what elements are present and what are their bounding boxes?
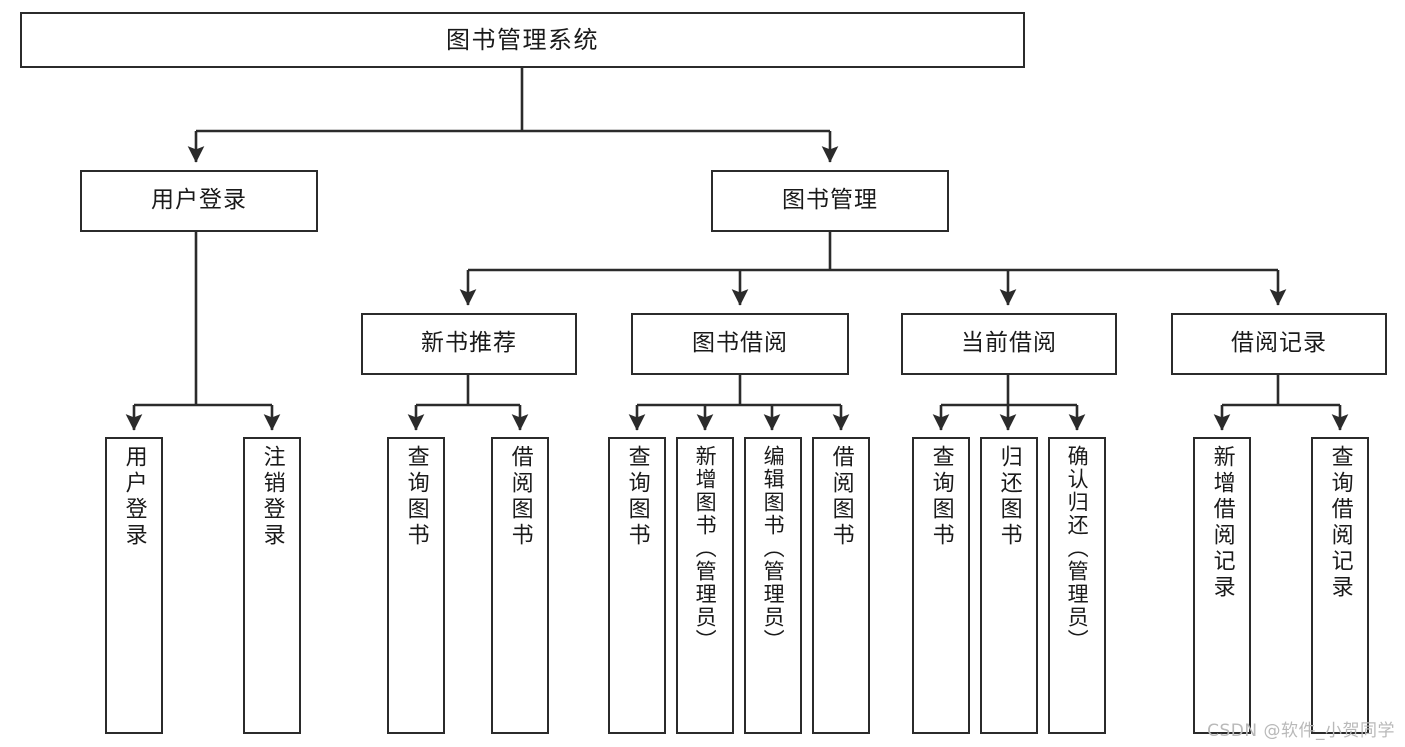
node-borrow-record[interactable]: 借阅记录 [1171,313,1387,375]
watermark: CSDN @软件_小贺同学 [1207,721,1395,741]
node-label: 查询图书 [928,445,954,549]
leaf-query-borrow-record[interactable]: 查询借阅记录 [1311,437,1369,734]
node-label: 借阅图书 [828,445,854,549]
node-label: 图书管理系统 [446,25,599,54]
node-label: 新书推荐 [421,330,517,357]
node-label: 注销登录 [259,445,285,549]
node-label: 借阅图书 [507,445,533,549]
node-label: 图书管理 [782,187,878,214]
leaf-add-book-admin[interactable]: 新增图书（管理员） [676,437,734,734]
node-label: 编辑图书（管理员） [761,445,786,652]
leaf-return-book[interactable]: 归还图书 [980,437,1038,734]
node-label: 借阅记录 [1231,330,1327,357]
node-label: 确认归还（管理员） [1065,445,1090,652]
node-current-borrow[interactable]: 当前借阅 [901,313,1117,375]
leaf-borrow-book-recommend[interactable]: 借阅图书 [491,437,549,734]
node-label: 查询借阅记录 [1327,445,1353,601]
node-label: 查询图书 [624,445,650,549]
node-label: 用户登录 [121,445,147,549]
node-label: 图书借阅 [692,330,788,357]
node-label: 归还图书 [996,445,1022,549]
leaf-logout[interactable]: 注销登录 [243,437,301,734]
node-user-login[interactable]: 用户登录 [80,170,318,232]
leaf-query-book-current[interactable]: 查询图书 [912,437,970,734]
node-root-system[interactable]: 图书管理系统 [20,12,1025,68]
leaf-user-login[interactable]: 用户登录 [105,437,163,734]
leaf-confirm-return-admin[interactable]: 确认归还（管理员） [1048,437,1106,734]
node-label: 查询图书 [403,445,429,549]
node-label: 当前借阅 [961,330,1057,357]
leaf-borrow-book[interactable]: 借阅图书 [812,437,870,734]
leaf-add-borrow-record[interactable]: 新增借阅记录 [1193,437,1251,734]
leaf-query-book-recommend[interactable]: 查询图书 [387,437,445,734]
leaf-edit-book-admin[interactable]: 编辑图书（管理员） [744,437,802,734]
node-label: 新增借阅记录 [1209,445,1235,601]
node-label: 新增图书（管理员） [693,445,718,652]
node-book-management[interactable]: 图书管理 [711,170,949,232]
node-label: 用户登录 [151,187,247,214]
node-new-book-recommend[interactable]: 新书推荐 [361,313,577,375]
node-book-borrow[interactable]: 图书借阅 [631,313,849,375]
leaf-query-book-borrow[interactable]: 查询图书 [608,437,666,734]
